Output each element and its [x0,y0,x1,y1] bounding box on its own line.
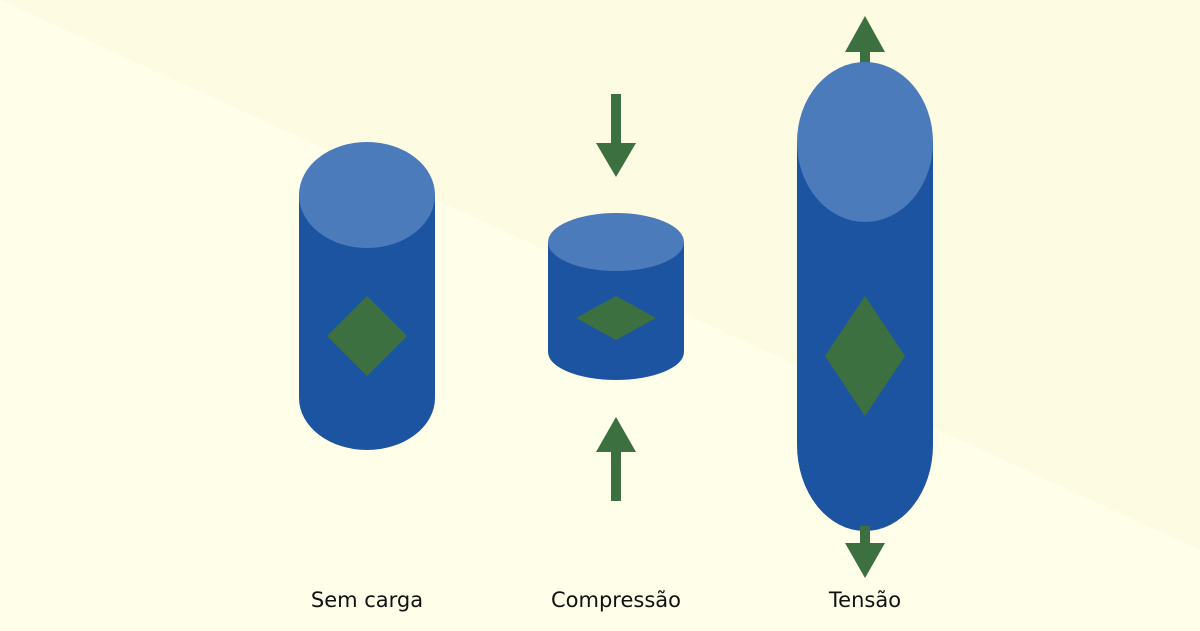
cylinder-tension-top [797,62,933,222]
diamond-no-load [327,296,407,376]
diamond-tension [825,296,905,416]
label-no-load: Sem carga [310,588,424,612]
label-tension: Tensão [828,588,902,612]
cylinder-no-load [299,142,435,450]
arrow-compression-top [596,94,636,177]
cylinder-compression [548,213,684,380]
arrow-compression-bottom [596,417,636,501]
diamond-compression [576,296,656,340]
cylinder-no-load-top [299,142,435,248]
arrow-tension-bottom [845,526,885,578]
arrow-tension-top [845,16,885,70]
cylinder-compression-top [548,213,684,271]
label-compression: Compressão [551,588,681,612]
cylinder-tension [797,62,933,531]
